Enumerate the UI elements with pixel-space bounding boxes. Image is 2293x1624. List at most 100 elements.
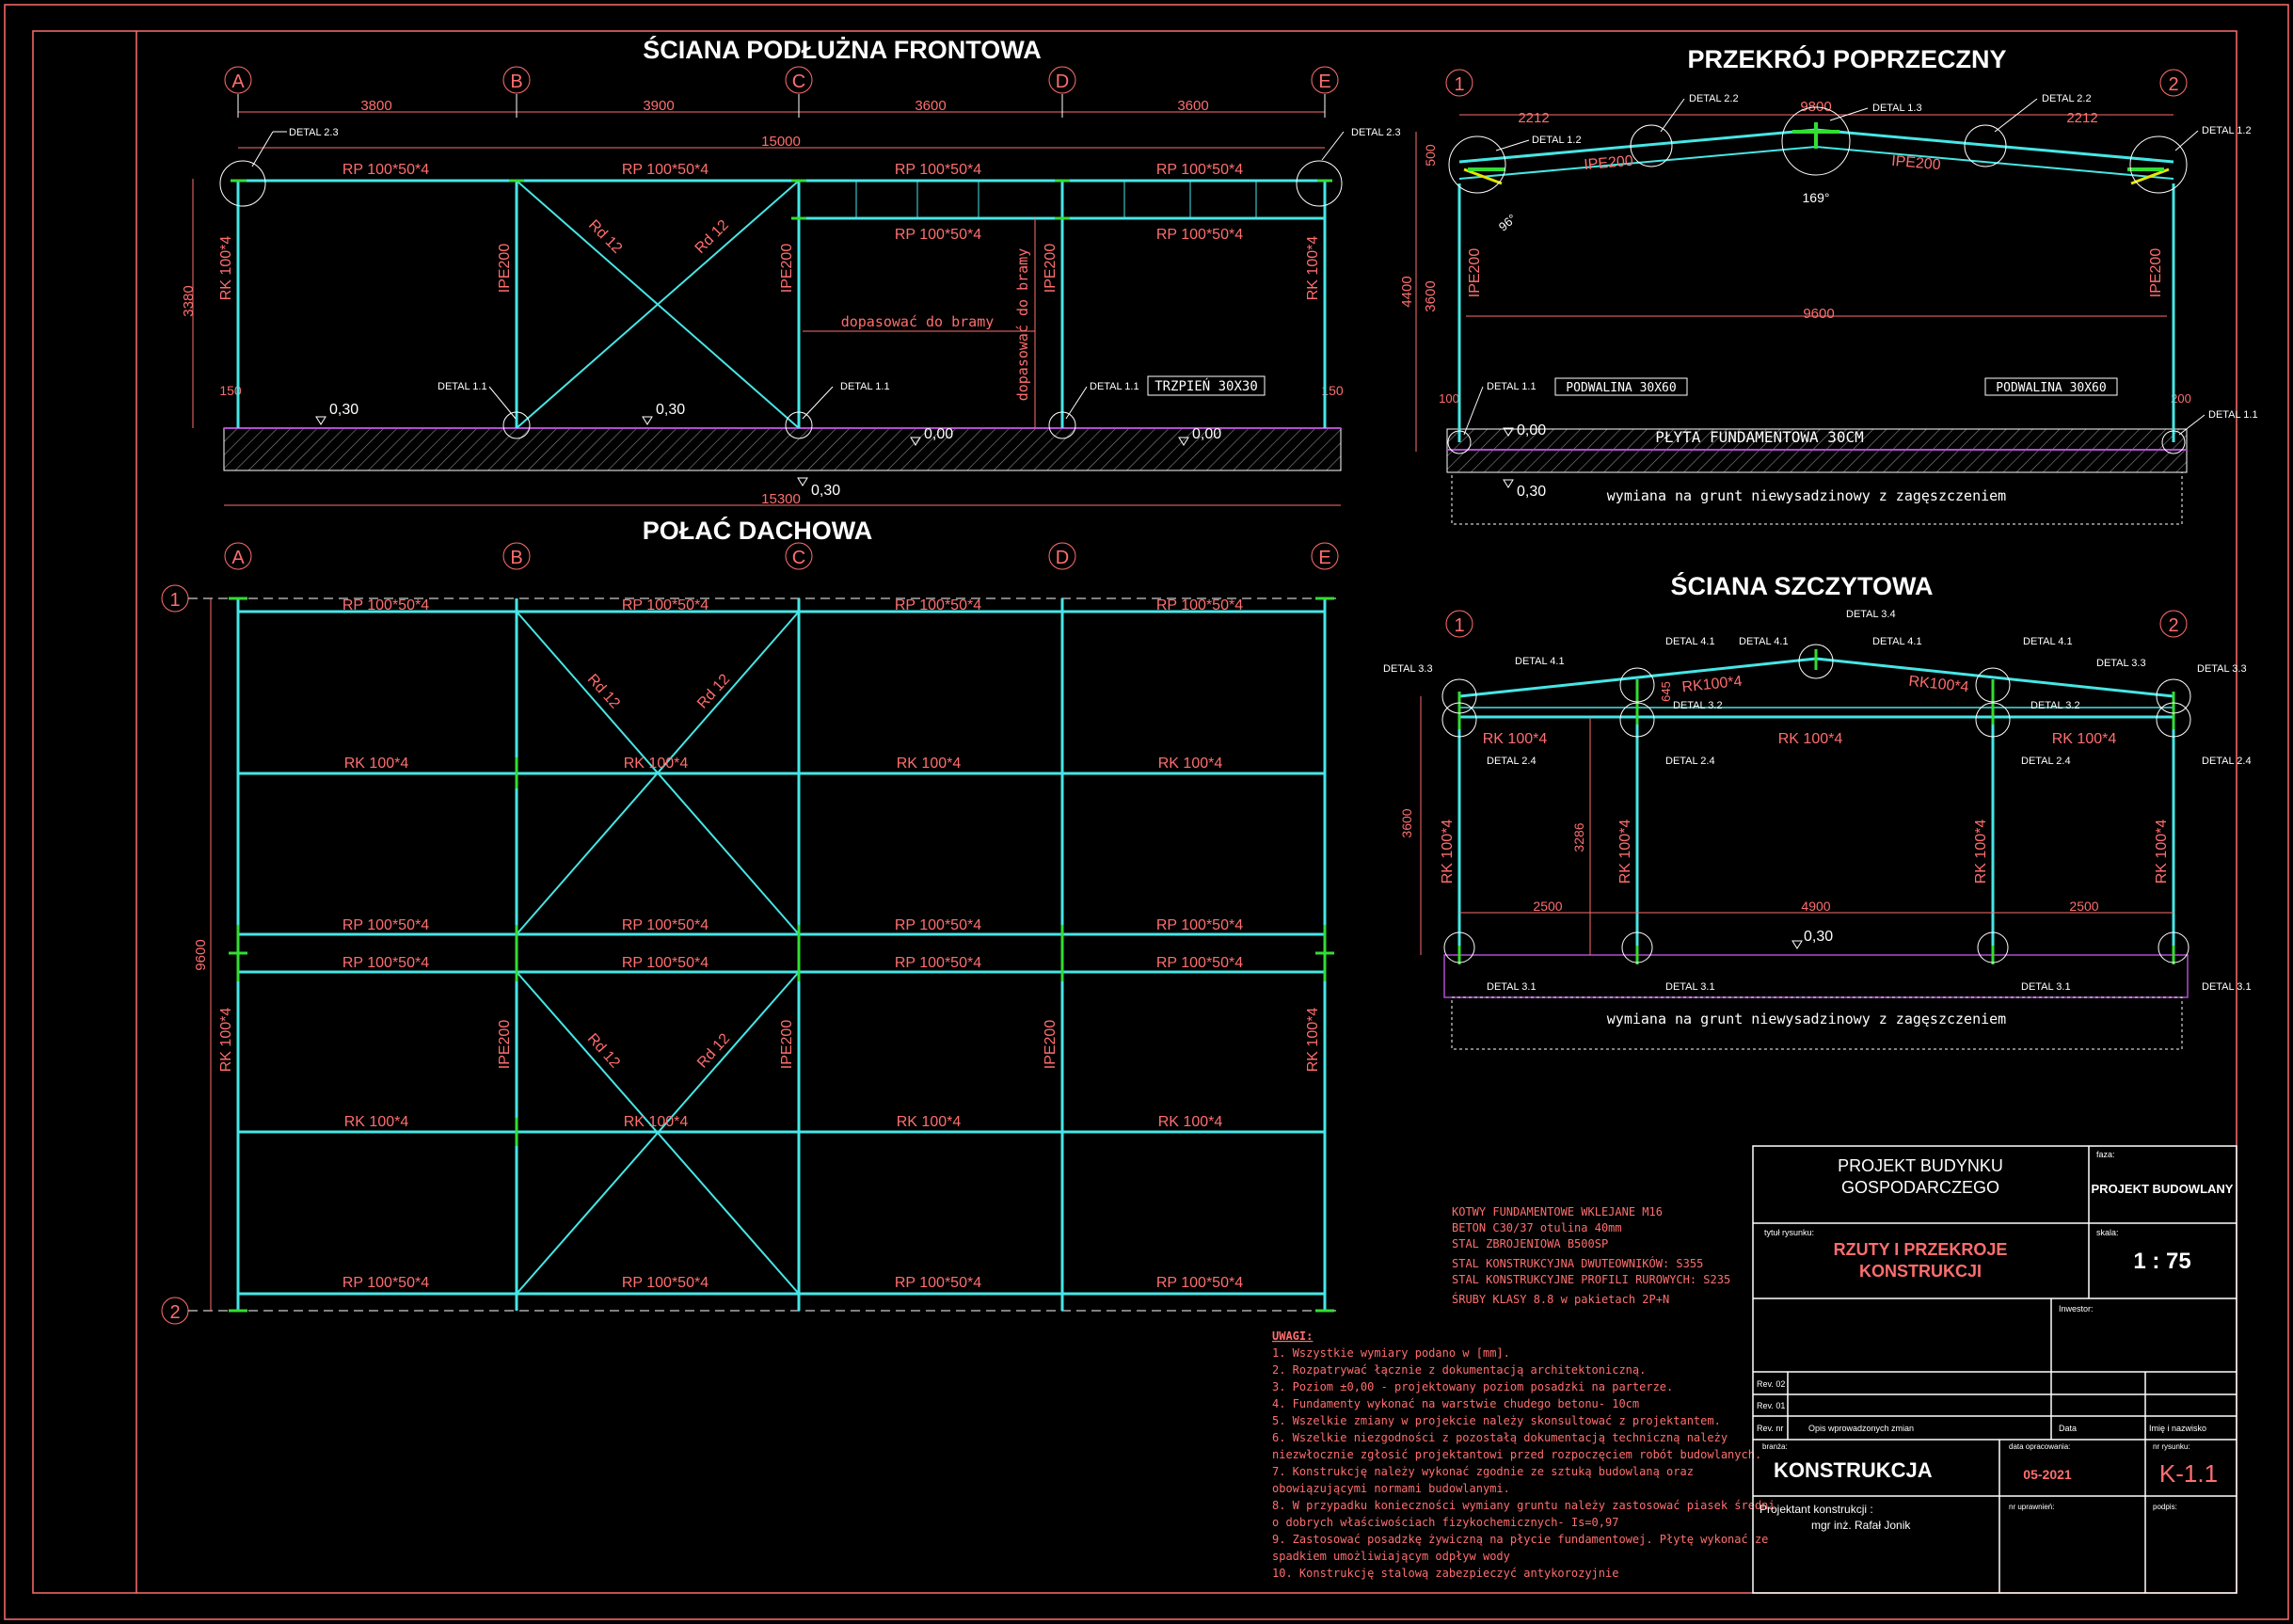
detail-callout: DETAL 1.1 (2208, 409, 2258, 421)
cross-section-title: PRZEKRÓJ POPRZECZNY (1687, 44, 2006, 73)
roof-label: RK 100*4 (344, 756, 409, 772)
project-name: PROJEKT BUDYNKU (1838, 1156, 2003, 1175)
dimension-value: 3600 (915, 98, 946, 114)
gate-note: dopasować do bramy (841, 313, 995, 330)
gate-note-vertical: dopasować do bramy (1014, 248, 1031, 402)
rafter-label: IPE200 (1891, 153, 1942, 174)
front-wall-elevation: ŚCIANA PODŁUŻNA FRONTOWA A B C D E 3800 … (181, 35, 1401, 507)
front-level-marks: 0,30 0,30 0,00 0,00 0,30 (315, 402, 1221, 499)
detail-callout: DETAL 1.1 (1090, 381, 1139, 392)
column-label: RK 100*4 (218, 236, 234, 301)
axis-label: B (510, 548, 522, 568)
gable-members (1441, 644, 2191, 964)
phase-value: PROJEKT BUDOWLANY (2092, 1182, 2234, 1196)
detail-callout: DETAL 1.2 (1532, 135, 1582, 146)
detail-callout: DETAL 3.4 (1846, 609, 1896, 620)
detail-callout: DETAL 4.1 (1665, 636, 1715, 647)
dimension-value: 3900 (643, 98, 674, 114)
rafter-label: RK100*4 (1681, 674, 1744, 696)
roof-labels: RP 100*50*4 RP 100*50*4 RP 100*50*4 RP 1… (218, 597, 1321, 1291)
scale-value: 1 : 75 (2133, 1249, 2190, 1274)
date-label: data opracowania: (2009, 1442, 2070, 1451)
note-line: 10. Konstrukcję stalową zabezpieczyć ant… (1272, 1567, 1618, 1580)
detail-callout: DETAL 2.4 (2202, 756, 2252, 767)
roof-label: RP 100*50*4 (342, 1275, 429, 1291)
roof-axis-markers: A B C D E 1 2 (161, 542, 1339, 1325)
axis-label: E (1318, 72, 1330, 92)
axis-label: D (1056, 72, 1069, 92)
column-label: IPE200 (497, 244, 513, 294)
beam-label: RP 100*50*4 (622, 162, 709, 178)
roof-label: RP 100*50*4 (1156, 1275, 1243, 1291)
eave-angle: 96° (1496, 211, 1520, 233)
material-line: STAL KONSTRUKCYJNA DWUTEOWNIKÓW: S355 (1452, 1256, 1703, 1270)
branch-value: KONSTRUKCJA (1774, 1458, 1933, 1482)
dimension-height: 4400 (1399, 276, 1415, 307)
level-value: 0,00 (1192, 426, 1221, 442)
brace-label: Rd 12 (694, 1030, 733, 1071)
level-value: 0,30 (1804, 929, 1833, 945)
detail-callout: DETAL 4.1 (1515, 656, 1565, 667)
detail-callout: DETAL 4.1 (1872, 636, 1922, 647)
roof-label: RK 100*4 (624, 756, 689, 772)
axis-label: 2 (169, 1302, 180, 1323)
note-line: spadkiem umożliwiającym odpływ wody (1272, 1550, 1510, 1563)
detail-callout: DETAL 2.4 (1487, 756, 1537, 767)
detail-callout: DETAL 3.3 (1383, 663, 1433, 675)
level-value: 0,30 (1517, 484, 1546, 500)
materials-note: KOTWY FUNDAMENTOWE WKLEJANE M16 BETON C3… (1452, 1205, 1730, 1306)
slab-label: PŁYTA FUNDAMENTOWA 30CM (1655, 428, 1864, 446)
note-line: o dobrych właściwościach fizykochemiczny… (1272, 1516, 1618, 1529)
soil-label: wymiana na grunt niewysadzinowy z zagęsz… (1607, 487, 2006, 504)
sheet-title: KONSTRUKCJI (1859, 1262, 1982, 1281)
note-line: 6. Wszelkie niezgodności z pozostałą dok… (1272, 1431, 1728, 1444)
beam-label: RK 100*4 (1778, 731, 1843, 747)
sheet-number-label: nr rysunku: (2153, 1442, 2190, 1451)
beam-label: RP 100*50*4 (895, 162, 981, 178)
material-line: STAL KONSTRUKCYJNE PROFILI RUROWYCH: S23… (1452, 1273, 1730, 1286)
detail-callout: DETAL 1.1 (438, 381, 487, 392)
branch-label: branża: (1762, 1442, 1788, 1451)
note-line: 7. Konstrukcję należy wykonać zgodnie ze… (1272, 1465, 1694, 1478)
roof-label: RP 100*50*4 (342, 917, 429, 933)
gable-dimensions: 3600 3286 645 2500 4900 2500 0,30 (1399, 681, 2174, 955)
roof-label: RP 100*50*4 (1156, 917, 1243, 933)
dimension-value: 2212 (1518, 110, 1549, 126)
brace-label: Rd 12 (693, 217, 732, 257)
rafter-label: IPE200 (1584, 153, 1634, 174)
axis-label: 2 (2168, 615, 2178, 636)
gable-soil-layer (1451, 996, 2183, 1050)
axis-label: 1 (1454, 74, 1464, 95)
beam-label: RK 100*4 (1483, 731, 1548, 747)
cross-labels: IPE200 IPE200 IPE200 IPE200 169° 96° DET… (1463, 93, 2258, 504)
revision-label: Rev. 01 (1757, 1401, 1785, 1410)
column-label: RK 100*4 (1305, 1008, 1321, 1073)
dimension-value: 4900 (1801, 899, 1830, 914)
dimension-height: 500 (1423, 144, 1438, 167)
column-label: RK 100*4 (1973, 820, 1989, 884)
note-line: 1. Wszystkie wymiary podano w [mm]. (1272, 1346, 1510, 1360)
note-line: 8. W przypadku konieczności wymiany grun… (1272, 1499, 1775, 1512)
sill-label: PODWALINA 30X60 (1566, 381, 1676, 395)
column-label: RK 100*4 (218, 1008, 234, 1073)
front-frame-members (219, 160, 1343, 439)
detail-callout: DETAL 2.3 (289, 127, 339, 138)
column-label: RK 100*4 (1305, 236, 1321, 301)
dimension-value: 2212 (2066, 110, 2097, 126)
brace-label: Rd 12 (584, 671, 623, 711)
dimension-value: 3800 (360, 98, 391, 114)
sill-label: PODWALINA 30X60 (1996, 381, 2106, 395)
dimension-height: 9600 (193, 939, 209, 970)
roof-label: RK 100*4 (344, 1114, 409, 1130)
level-value: 0,00 (1517, 422, 1546, 438)
note-line: 5. Wszelkie zmiany w projekcie należy sk… (1272, 1414, 1721, 1427)
revision-label: Rev. nr (1757, 1424, 1783, 1433)
roof-members (229, 597, 1334, 1313)
dimension-height: 3600 (1399, 808, 1414, 837)
sheet-title-label: tytuł rysunku: (1764, 1228, 1814, 1237)
roof-label: RP 100*50*4 (1156, 955, 1243, 971)
roof-title: POŁAĆ DACHOWA (643, 516, 873, 545)
detail-callout: DETAL 2.2 (1689, 93, 1739, 104)
roof-label: RP 100*50*4 (622, 1275, 709, 1291)
